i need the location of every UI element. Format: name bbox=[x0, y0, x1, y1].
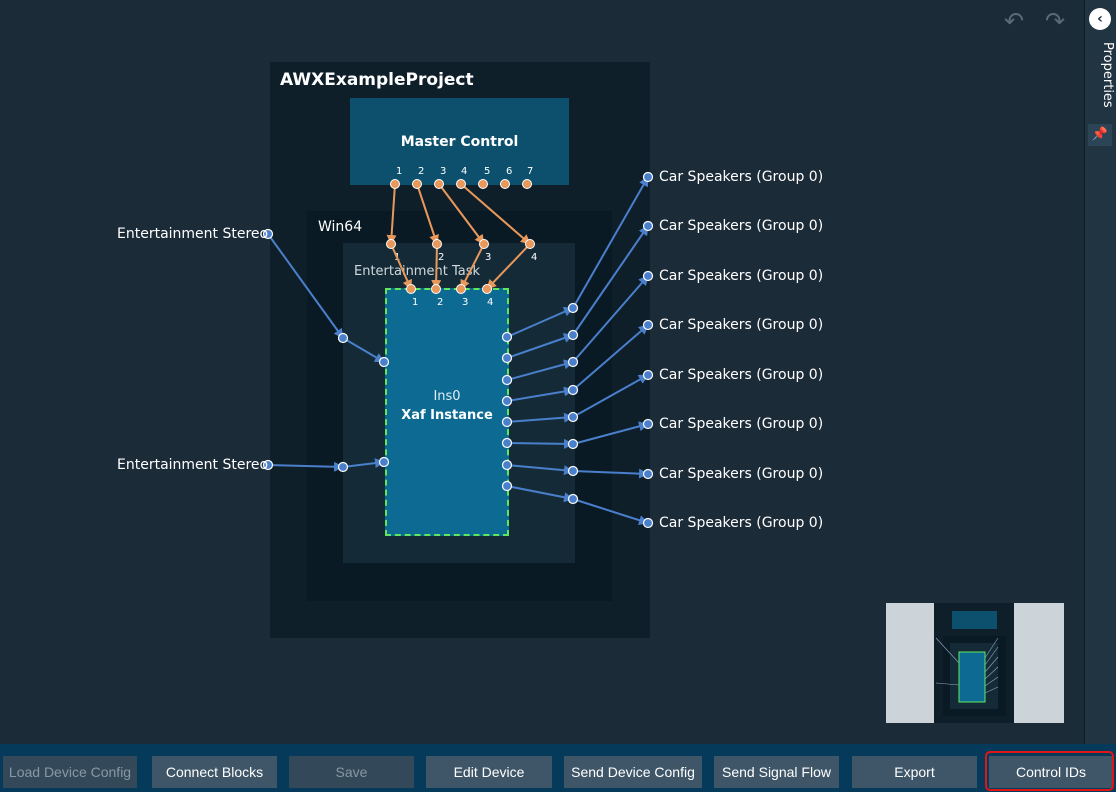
win64-pin-label: 3 bbox=[485, 252, 492, 263]
undo-icon[interactable]: ↶ bbox=[1003, 7, 1025, 35]
win64-pin-label: 4 bbox=[531, 252, 538, 263]
export-button[interactable]: Export bbox=[852, 756, 977, 788]
master-control-block[interactable] bbox=[350, 98, 569, 185]
xaf-pin-label: 3 bbox=[462, 297, 469, 308]
win64-title: Win64 bbox=[318, 219, 363, 235]
task-title: Entertainment Task bbox=[354, 264, 480, 279]
output-car-speakers[interactable]: Car Speakers (Group 0) bbox=[659, 169, 824, 185]
wire-layer bbox=[262, 171, 654, 529]
design-canvas[interactable]: AWXExampleProject Master Control Win64 E… bbox=[0, 0, 1084, 744]
xaf-instance-name: Ins0 bbox=[433, 389, 461, 404]
output-car-speakers[interactable]: Car Speakers (Group 0) bbox=[659, 317, 824, 333]
master-pin-label: 4 bbox=[461, 166, 468, 177]
xaf-instance-block[interactable] bbox=[385, 288, 509, 536]
xaf-pin-label: 4 bbox=[487, 297, 494, 308]
master-pin-label: 5 bbox=[484, 166, 491, 177]
minimap[interactable] bbox=[886, 603, 1064, 723]
output-car-speakers[interactable]: Car Speakers (Group 0) bbox=[659, 268, 824, 284]
connect-blocks-button[interactable]: Connect Blocks bbox=[152, 756, 277, 788]
properties-panel[interactable] bbox=[1084, 0, 1116, 744]
control-ids-highlight bbox=[985, 751, 1114, 791]
xaf-pin-label: 1 bbox=[412, 297, 419, 308]
output-car-speakers[interactable]: Car Speakers (Group 0) bbox=[659, 416, 824, 432]
properties-tab-label[interactable]: Properties bbox=[1100, 42, 1115, 108]
master-pin-label: 1 bbox=[396, 166, 403, 177]
control-ids-button[interactable]: Control IDs bbox=[989, 756, 1113, 788]
output-car-speakers[interactable]: Car Speakers (Group 0) bbox=[659, 466, 824, 482]
xaf-instance-title: Xaf Instance bbox=[401, 408, 493, 423]
xaf-pin-label: 2 bbox=[437, 297, 444, 308]
output-car-speakers[interactable]: Car Speakers (Group 0) bbox=[659, 515, 824, 531]
win64-pin-label: 2 bbox=[438, 252, 445, 263]
send-signal-flow-button[interactable]: Send Signal Flow bbox=[714, 756, 839, 788]
output-car-speakers[interactable]: Car Speakers (Group 0) bbox=[659, 367, 824, 383]
chevron-left-icon[interactable]: ‹ bbox=[1089, 8, 1111, 30]
input-entertainment-stereo[interactable]: Entertainment Stereo bbox=[117, 226, 269, 242]
master-pin-label: 6 bbox=[506, 166, 513, 177]
master-pin-label: 3 bbox=[440, 166, 447, 177]
save-button[interactable]: Save bbox=[289, 756, 414, 788]
pin-icon[interactable]: 📌 bbox=[1088, 124, 1112, 146]
redo-icon[interactable]: ↷ bbox=[1044, 7, 1066, 35]
master-pin-label: 7 bbox=[527, 166, 534, 177]
input-entertainment-stereo[interactable]: Entertainment Stereo bbox=[117, 457, 269, 473]
master-control-title: Master Control bbox=[400, 134, 519, 150]
edit-device-button[interactable]: Edit Device bbox=[426, 756, 552, 788]
master-pin-label: 2 bbox=[418, 166, 425, 177]
send-device-config-button[interactable]: Send Device Config bbox=[564, 756, 702, 788]
project-title: AWXExampleProject bbox=[280, 70, 474, 90]
load-device-config-button[interactable]: Load Device Config bbox=[3, 756, 137, 788]
output-car-speakers[interactable]: Car Speakers (Group 0) bbox=[659, 218, 824, 234]
minimap-preview bbox=[886, 603, 1064, 723]
